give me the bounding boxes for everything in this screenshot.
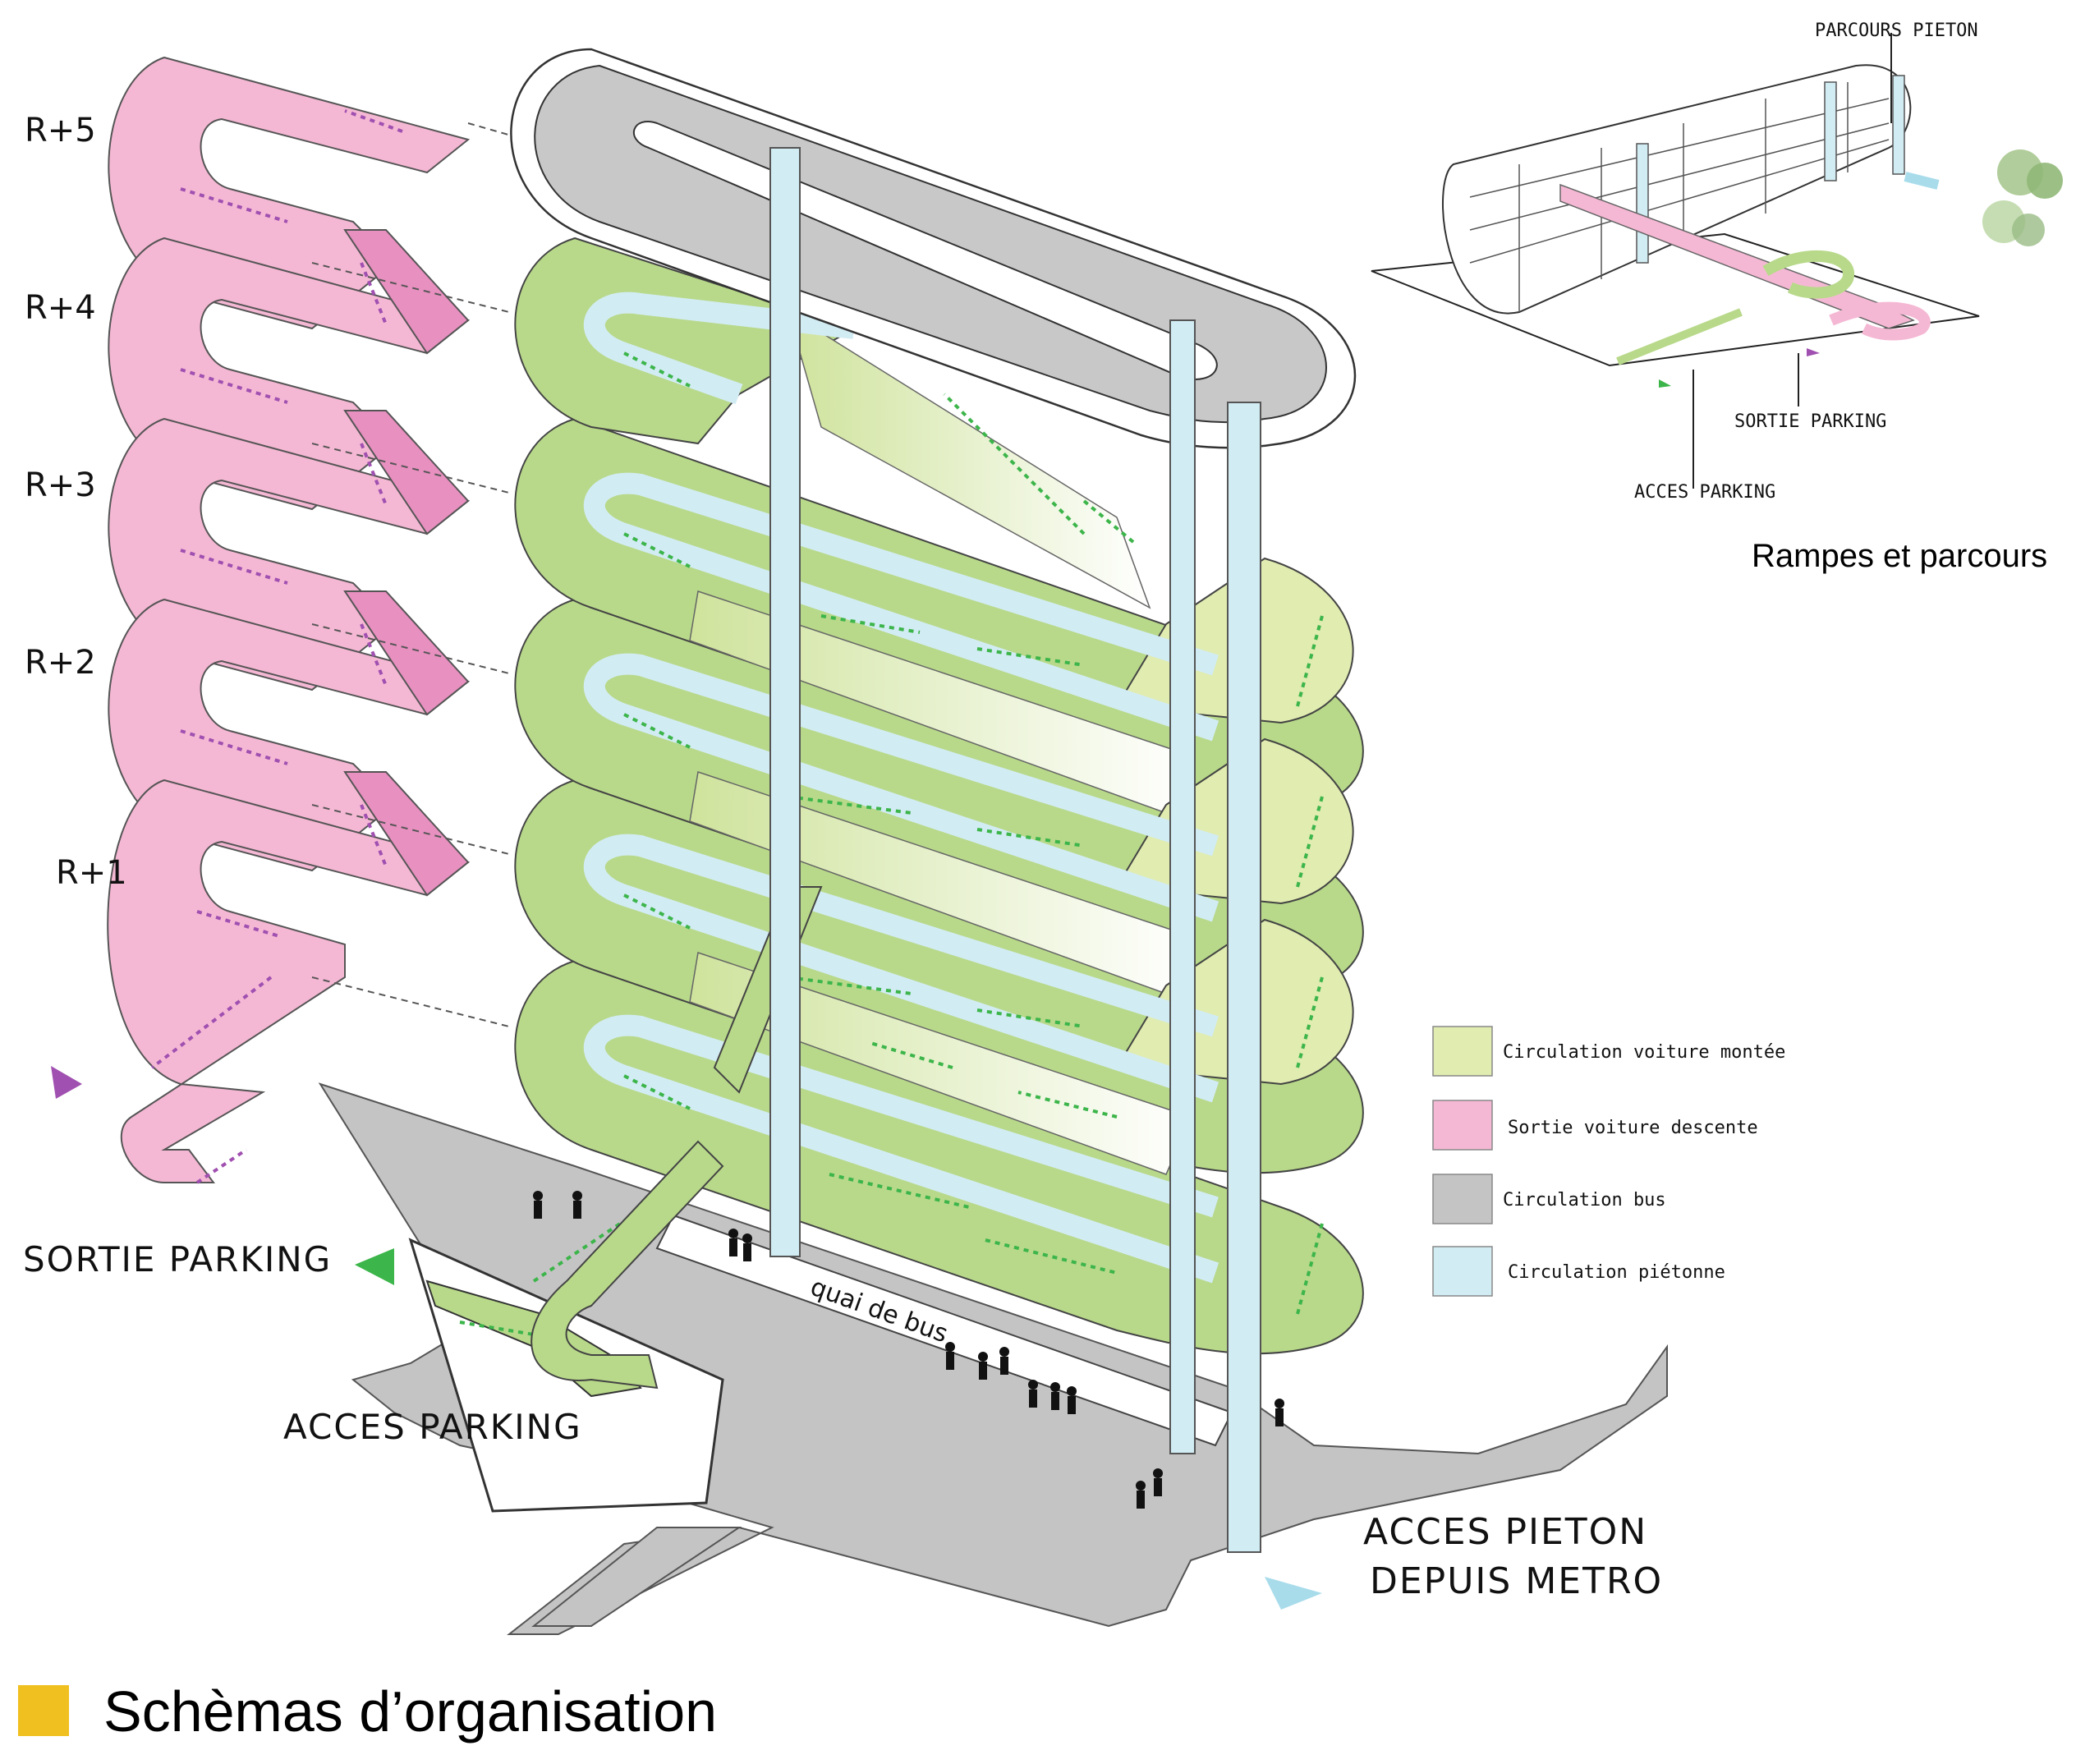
legend-label: Circulation bus (1503, 1190, 1666, 1210)
exit-ramps (51, 56, 471, 1184)
level-label: R+3 (25, 466, 96, 504)
exit-ramp-level (107, 779, 471, 1183)
inset-parcours-pieton-label: PARCOURS PIETON (1815, 21, 1978, 41)
legend-swatch (1432, 1246, 1493, 1297)
entry-direction-arrow (355, 1248, 394, 1285)
legend-swatch (1432, 1100, 1493, 1151)
inset-sortie-parking-label: SORTIE PARKING (1734, 411, 1886, 432)
level-label: R+4 (25, 289, 96, 327)
parking-level (514, 237, 857, 445)
legend-label: Circulation voiture montée (1503, 1042, 1785, 1063)
legend: Circulation voiture montée Sortie voitur… (1432, 1026, 1785, 1297)
pedestrian-direction-arrow (1265, 1577, 1322, 1610)
pedestrian-paths (583, 292, 1219, 1284)
footer-marker (18, 1685, 69, 1736)
acces-pieton-label: ACCES PIETON (1363, 1511, 1647, 1553)
inset-diagram: PARCOURS PIETON SORTIE PARKING ACCES PAR… (1371, 21, 2063, 574)
level-label: R+2 (25, 644, 96, 682)
entry-ramp (530, 1140, 724, 1390)
inset-caption: Rampes et parcours (1752, 538, 2047, 574)
sortie-parking-label: SORTIE PARKING (23, 1239, 332, 1279)
level-label: R+5 (25, 112, 96, 149)
exit-direction-arrow (51, 1066, 82, 1099)
people (533, 1191, 1284, 1509)
depuis-metro-label: DEPUIS METRO (1370, 1560, 1663, 1602)
legend-swatch (1432, 1174, 1493, 1224)
legend-label: Circulation piétonne (1508, 1262, 1725, 1283)
legend-label: Sortie voiture descente (1508, 1118, 1758, 1138)
level-labels: R+5 R+4 R+3 R+2 R+1 (25, 112, 127, 892)
bus-platform (655, 1214, 1233, 1447)
footer-title: Schèmas d’organisation (103, 1679, 717, 1743)
inset-acces-parking-label: ACCES PARKING (1634, 482, 1775, 503)
pillars (769, 147, 1261, 1553)
level-label: R+1 (56, 854, 127, 892)
legend-swatch (1432, 1026, 1493, 1077)
parking-levels (355, 237, 1364, 1390)
green-arrows (459, 351, 1324, 1340)
acces-parking-label: ACCES PARKING (283, 1407, 582, 1447)
